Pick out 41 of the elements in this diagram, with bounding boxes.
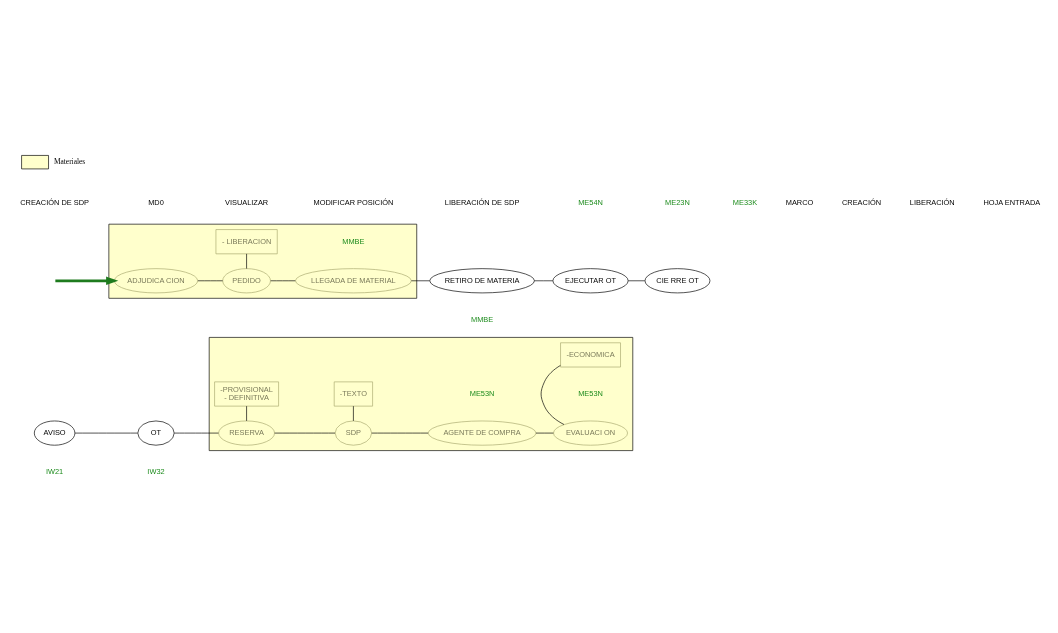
node-label: ME53N <box>469 388 495 398</box>
node-ellipse: ADJUDICA CION <box>113 268 199 294</box>
node-label: MMBE <box>342 236 365 246</box>
label: HOJA ENTRADA <box>983 197 1041 207</box>
node-label: IW21 <box>45 467 64 477</box>
cluster <box>208 337 634 451</box>
node-ellipse: RESERVA <box>218 420 275 446</box>
node-ellipse: RETIRO DE MATERIA <box>429 268 535 294</box>
label: ME54N <box>578 197 603 207</box>
node-ellipse: OT <box>137 420 175 446</box>
label: ME33K <box>732 197 758 207</box>
label: LIBERACIÓN <box>909 197 955 207</box>
node-ellipse: EVALUACI ON <box>553 420 628 446</box>
label: ME23N <box>665 197 690 207</box>
node-label: IW32 <box>147 467 165 477</box>
label: VISUALIZAR <box>224 197 269 207</box>
node-ellipse: CIE RRE OT <box>644 268 711 294</box>
node-ellipse: AGENTE DE COMPRA <box>427 420 537 446</box>
label: LIBERACIÓN DE SDP <box>444 197 520 207</box>
node-ellipse: AVISO <box>33 420 76 446</box>
node-box: - LIBERACION <box>215 229 278 255</box>
node-ellipse: PEDIDO <box>222 268 271 294</box>
label: MODIFICAR POSICIÓN <box>313 197 394 207</box>
label: MARCO <box>785 197 814 207</box>
node-box: -TEXTO <box>333 381 373 407</box>
connector <box>74 432 138 434</box>
node-ellipse: EJECUTAR OT <box>552 268 629 294</box>
node-ellipse: SDP <box>334 420 372 446</box>
legend-label: Materiales <box>53 157 86 167</box>
label: CREACIÓN DE SDP <box>20 197 89 207</box>
node-box: -PROVISIONAL - DEFINITIVA <box>214 381 279 407</box>
node-label: ME53N <box>578 388 603 398</box>
connector <box>540 365 565 425</box>
connector <box>411 280 430 282</box>
arrow <box>55 276 119 286</box>
label: MD0 <box>148 197 164 207</box>
node-ellipse: LLEGADA DE MATERIAL <box>295 268 412 294</box>
node-label: MMBE <box>470 314 494 324</box>
node-box: -ECONOMICA <box>560 342 621 368</box>
connector <box>173 432 219 434</box>
label: CREACIÓN <box>841 197 882 207</box>
